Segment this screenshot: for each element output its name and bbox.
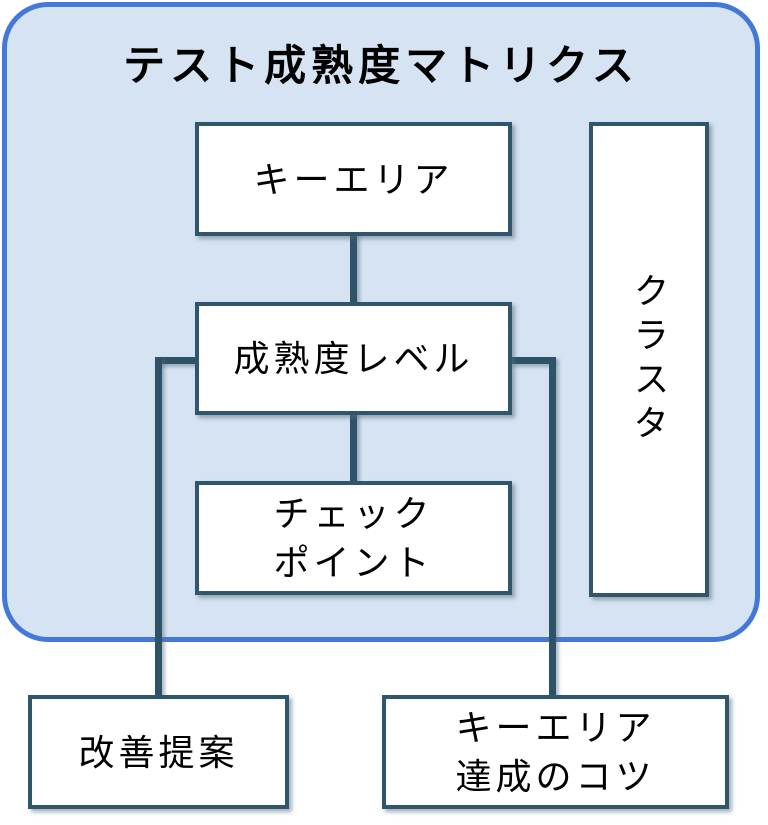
diagram-title: テスト成熟度マトリクス [123,42,639,89]
node-cluster: クラスタ [589,122,709,597]
connector-maturity-tips-vertical [549,357,556,697]
node-tips-label-line2: 達成のコツ [455,756,656,797]
node-maturity-level: 成熟度レベル [195,302,512,415]
node-tips-label-line1: キーエリア [455,707,656,748]
connector-keyarea-maturity [350,234,357,304]
node-tips: キーエリア 達成のコツ [382,695,729,809]
node-checkpoint-label-line1: チェック [273,493,434,534]
node-cluster-label: クラスタ [628,271,670,448]
node-key-area: キーエリア [195,122,512,236]
node-key-area-label: キーエリア [253,158,454,200]
node-checkpoint-label-line2: ポイント [273,542,434,583]
node-maturity-level-label: 成熟度レベル [233,338,474,379]
connector-maturity-checkpoint [350,413,357,483]
connector-maturity-improvement-horizontal [155,357,197,364]
connector-maturity-improvement-vertical [155,357,162,697]
node-checkpoint: チェック ポイント [195,481,512,595]
node-improvement-label: 改善提案 [78,731,239,773]
node-improvement: 改善提案 [28,695,289,809]
connector-maturity-tips-horizontal [511,357,554,364]
